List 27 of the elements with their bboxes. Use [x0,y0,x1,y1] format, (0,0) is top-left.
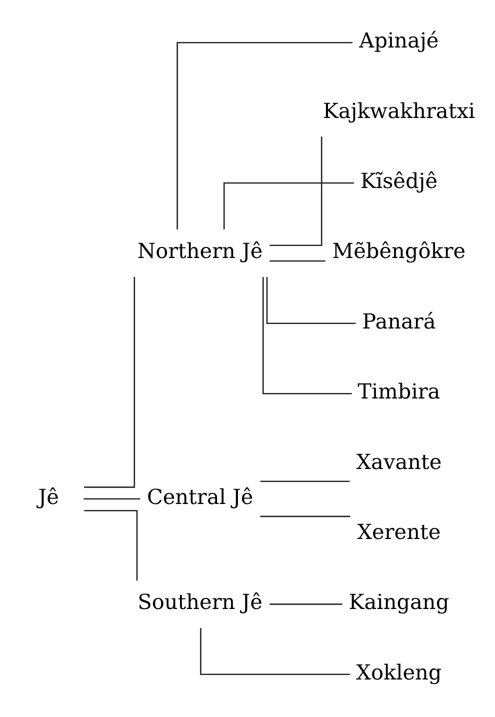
node-text: Mẽbêngôkre [332,239,466,264]
node-text: Xerente [357,520,441,544]
connector [270,604,342,605]
node-text: Panará [362,309,436,334]
node-text: Apinajé [359,28,439,53]
connector [84,510,138,581]
node-text: Xokleng [356,660,442,684]
connector [260,480,350,482]
node-text: Kaingang [348,590,450,614]
connector [200,628,350,676]
node-text: Timbira [358,380,440,404]
connector [266,276,356,324]
node-text: Xavante [356,450,442,474]
connector [270,136,322,246]
connector [260,516,350,518]
connector [84,498,140,500]
node-text: Northern Jê [137,239,263,264]
connector [223,182,354,230]
connector [84,276,136,488]
node-text: Central Jê [146,484,254,509]
connector [262,277,352,394]
node-text: Jê [38,484,59,509]
connector [176,42,352,230]
node-text: Southern Jê [138,590,262,614]
node-text: Kĩsêdjê [360,168,438,193]
connector [270,260,326,262]
node-text: Kajkwakhratxi [322,98,476,123]
